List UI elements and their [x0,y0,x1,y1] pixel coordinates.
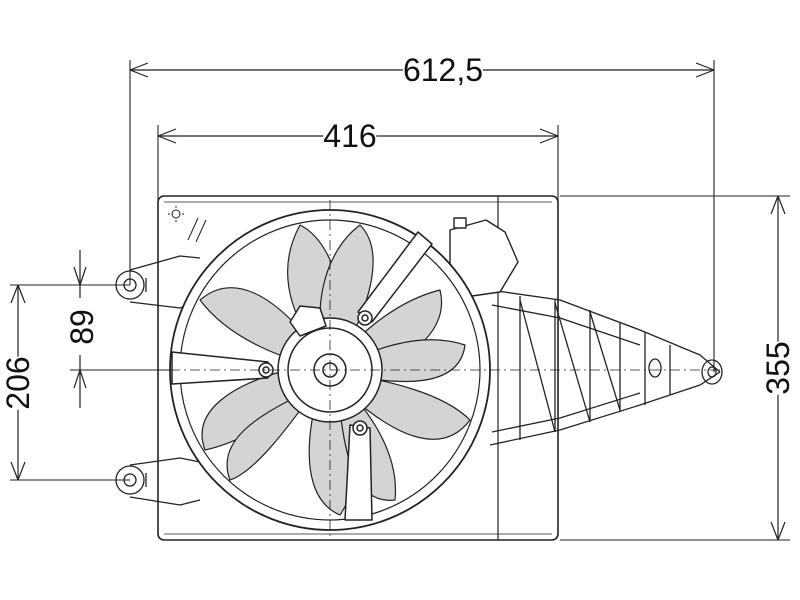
extension-lines [10,60,790,541]
dim-mount-offset-label: 89 [64,309,100,345]
dim-mount-spacing-label: 206 [0,356,36,410]
dim-shroud-width-label: 416 [323,118,377,154]
motor-struts [171,231,433,521]
triangular-bracket [489,289,723,446]
center-lines [170,200,720,540]
dim-overall-height-label: 355 [760,341,796,395]
dim-overall-width-label: 612,5 [402,52,484,88]
left-mounting-ears [115,255,201,506]
radiator-frame [157,195,559,541]
fan-symbol [168,206,207,243]
